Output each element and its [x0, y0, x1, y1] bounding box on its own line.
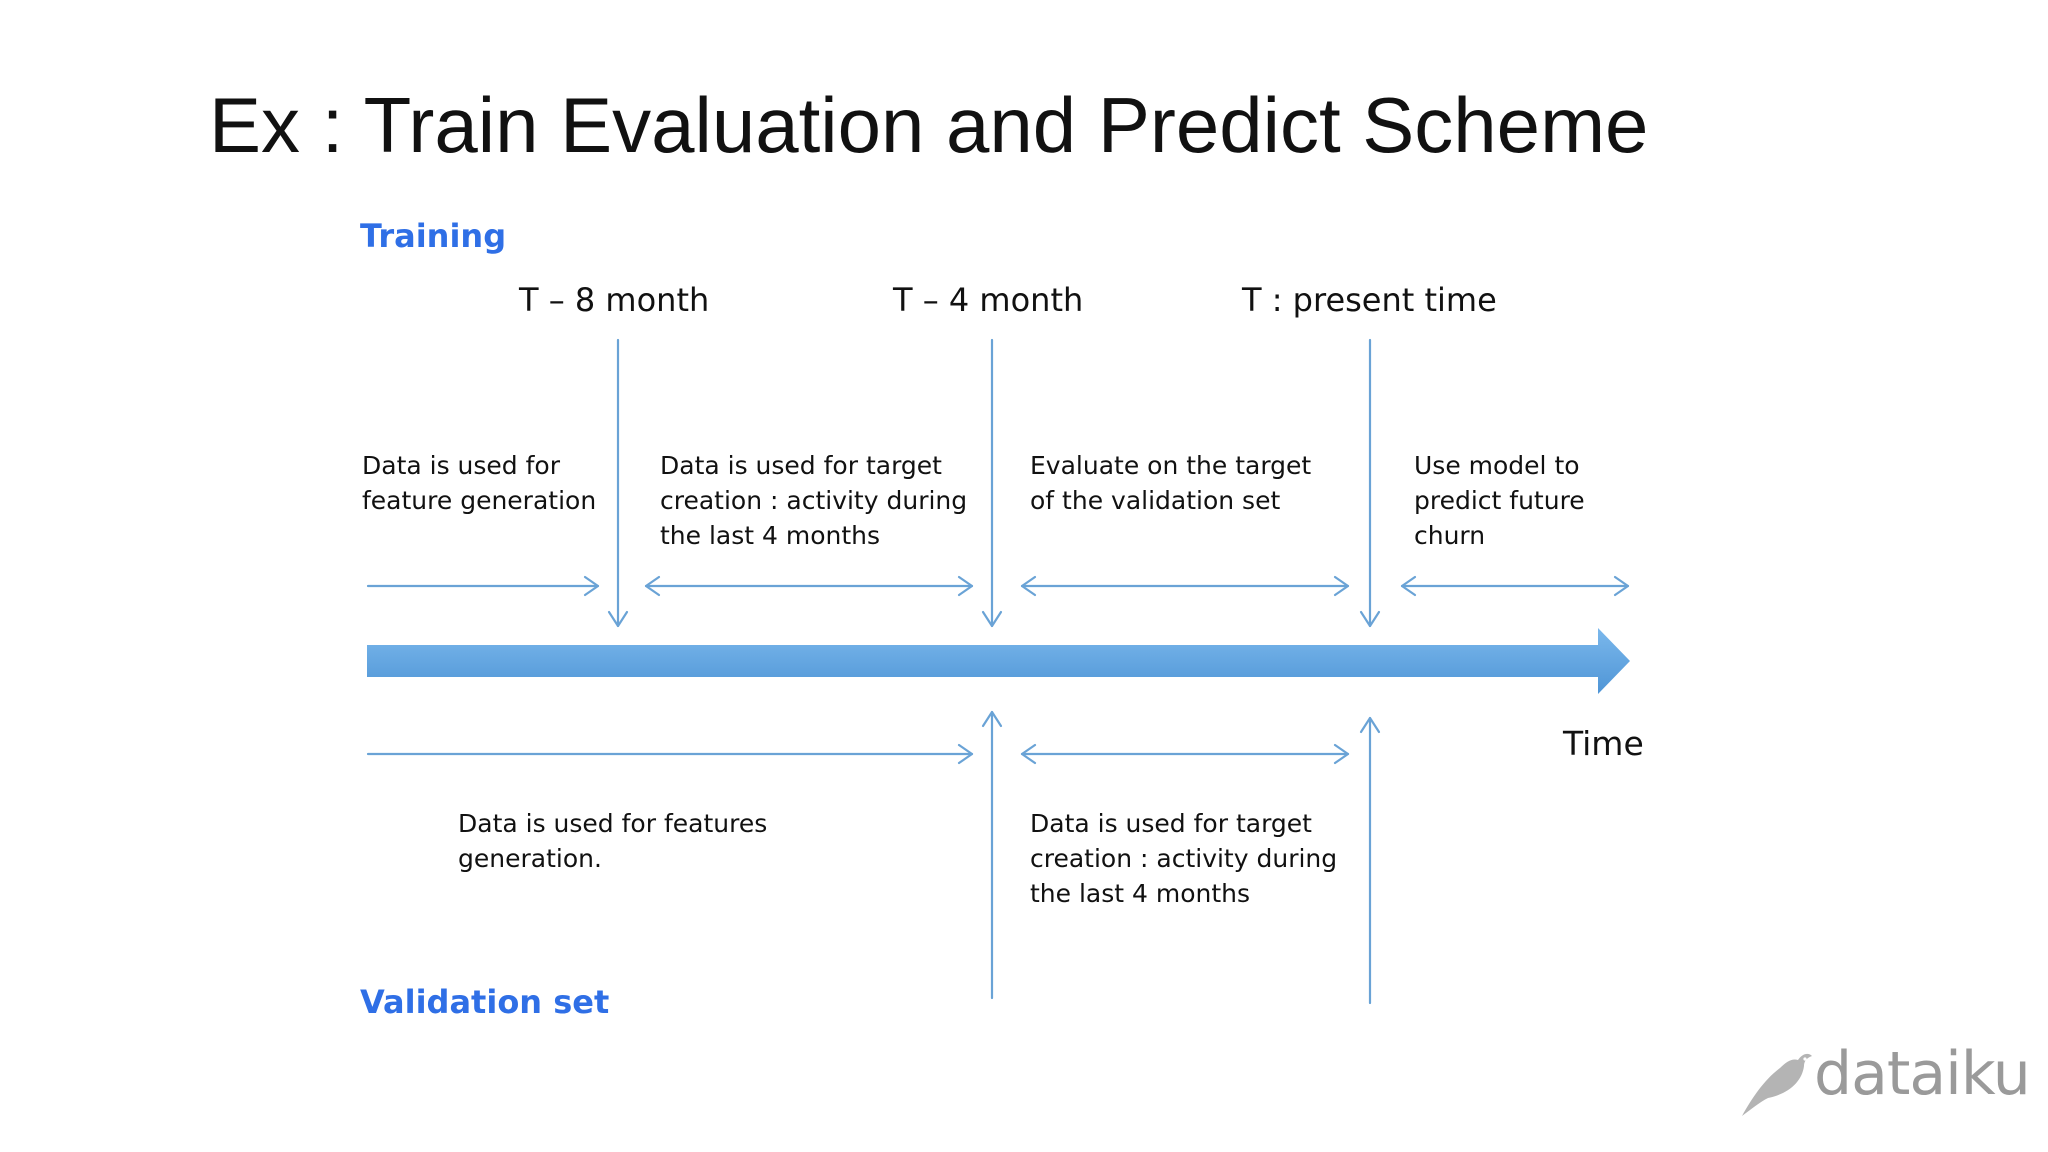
span-feature-generation — [366, 575, 600, 597]
marker-line-t-minus-8 — [607, 338, 629, 628]
note-validation-target: Data is used for target creation : activ… — [1030, 809, 1338, 908]
note-validation-features: Data is used for features generation. — [458, 809, 768, 873]
time-axis-label: Time — [1563, 724, 1644, 763]
validation-line-present — [1359, 716, 1381, 1005]
span-target-creation — [644, 575, 974, 597]
validation-line-t-minus-4 — [981, 710, 1003, 1000]
page-title: Ex : Train Evaluation and Predict Scheme — [209, 81, 1649, 169]
marker-present: T : present time — [1242, 281, 1497, 319]
marker-t-minus-4: T – 4 month — [893, 281, 1084, 319]
span-predict — [1400, 575, 1630, 597]
note-feature-generation: Data is used for feature generation — [362, 451, 597, 515]
note-evaluate: Evaluate on the target of the validation… — [1030, 451, 1312, 515]
bird-icon — [1742, 1053, 1812, 1116]
span-evaluate — [1020, 575, 1350, 597]
validation-section-label: Validation set — [360, 983, 610, 1021]
training-section-label: Training — [360, 217, 507, 255]
logo-wordmark: dataiku — [1814, 1039, 2031, 1109]
validation-span-target — [1020, 743, 1350, 765]
note-target-creation: Data is used for target creation : activ… — [660, 451, 968, 550]
note-predict: Use model to predict future churn — [1414, 451, 1585, 550]
marker-line-present — [1359, 338, 1381, 628]
validation-span-features — [366, 743, 974, 765]
marker-line-t-minus-4 — [981, 338, 1003, 628]
timeline-arrow — [367, 628, 1630, 694]
marker-t-minus-8: T – 8 month — [519, 281, 710, 319]
